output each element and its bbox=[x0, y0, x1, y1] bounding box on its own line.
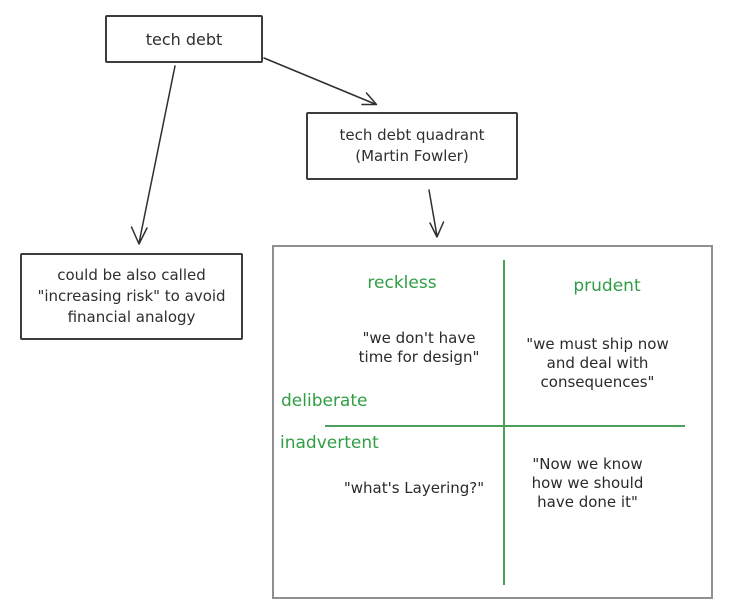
node-note-label: could be also called "increasing risk" t… bbox=[37, 266, 226, 326]
quote-prudent-deliberate: "we must ship now and deal with conseque… bbox=[526, 335, 669, 391]
arrow-tech-debt-to-note[interactable] bbox=[130, 65, 176, 245]
node-tech-debt[interactable]: tech debt bbox=[105, 15, 263, 63]
quadrant-row-label-inadvertent: inadvertent bbox=[280, 433, 379, 453]
quadrant-column-label-reckless: reckless bbox=[367, 273, 437, 293]
node-note[interactable]: could be also called "increasing risk" t… bbox=[20, 253, 243, 340]
quadrant-vertical-divider bbox=[503, 260, 505, 585]
quote-reckless-inadvertent: "what's Layering?" bbox=[343, 479, 485, 497]
node-quadrant-ref-label: tech debt quadrant (Martin Fowler) bbox=[339, 126, 485, 165]
node-quadrant-ref[interactable]: tech debt quadrant (Martin Fowler) bbox=[306, 112, 518, 180]
arrow-tech-debt-to-quadrant-ref[interactable] bbox=[263, 57, 378, 106]
quadrant-column-label-prudent: prudent bbox=[573, 276, 641, 296]
arrow-quadrant-ref-to-quadrant[interactable] bbox=[428, 189, 445, 238]
node-tech-debt-label: tech debt bbox=[145, 29, 223, 49]
quote-prudent-inadvertent: "Now we know how we should have done it" bbox=[531, 455, 644, 511]
quadrant-row-label-deliberate: deliberate bbox=[281, 391, 368, 411]
quadrant-horizontal-divider bbox=[325, 425, 685, 427]
quadrant-chart[interactable]: reckless prudent deliberate inadvertent … bbox=[272, 245, 713, 599]
quote-reckless-deliberate: "we don't have time for design" bbox=[358, 329, 480, 366]
